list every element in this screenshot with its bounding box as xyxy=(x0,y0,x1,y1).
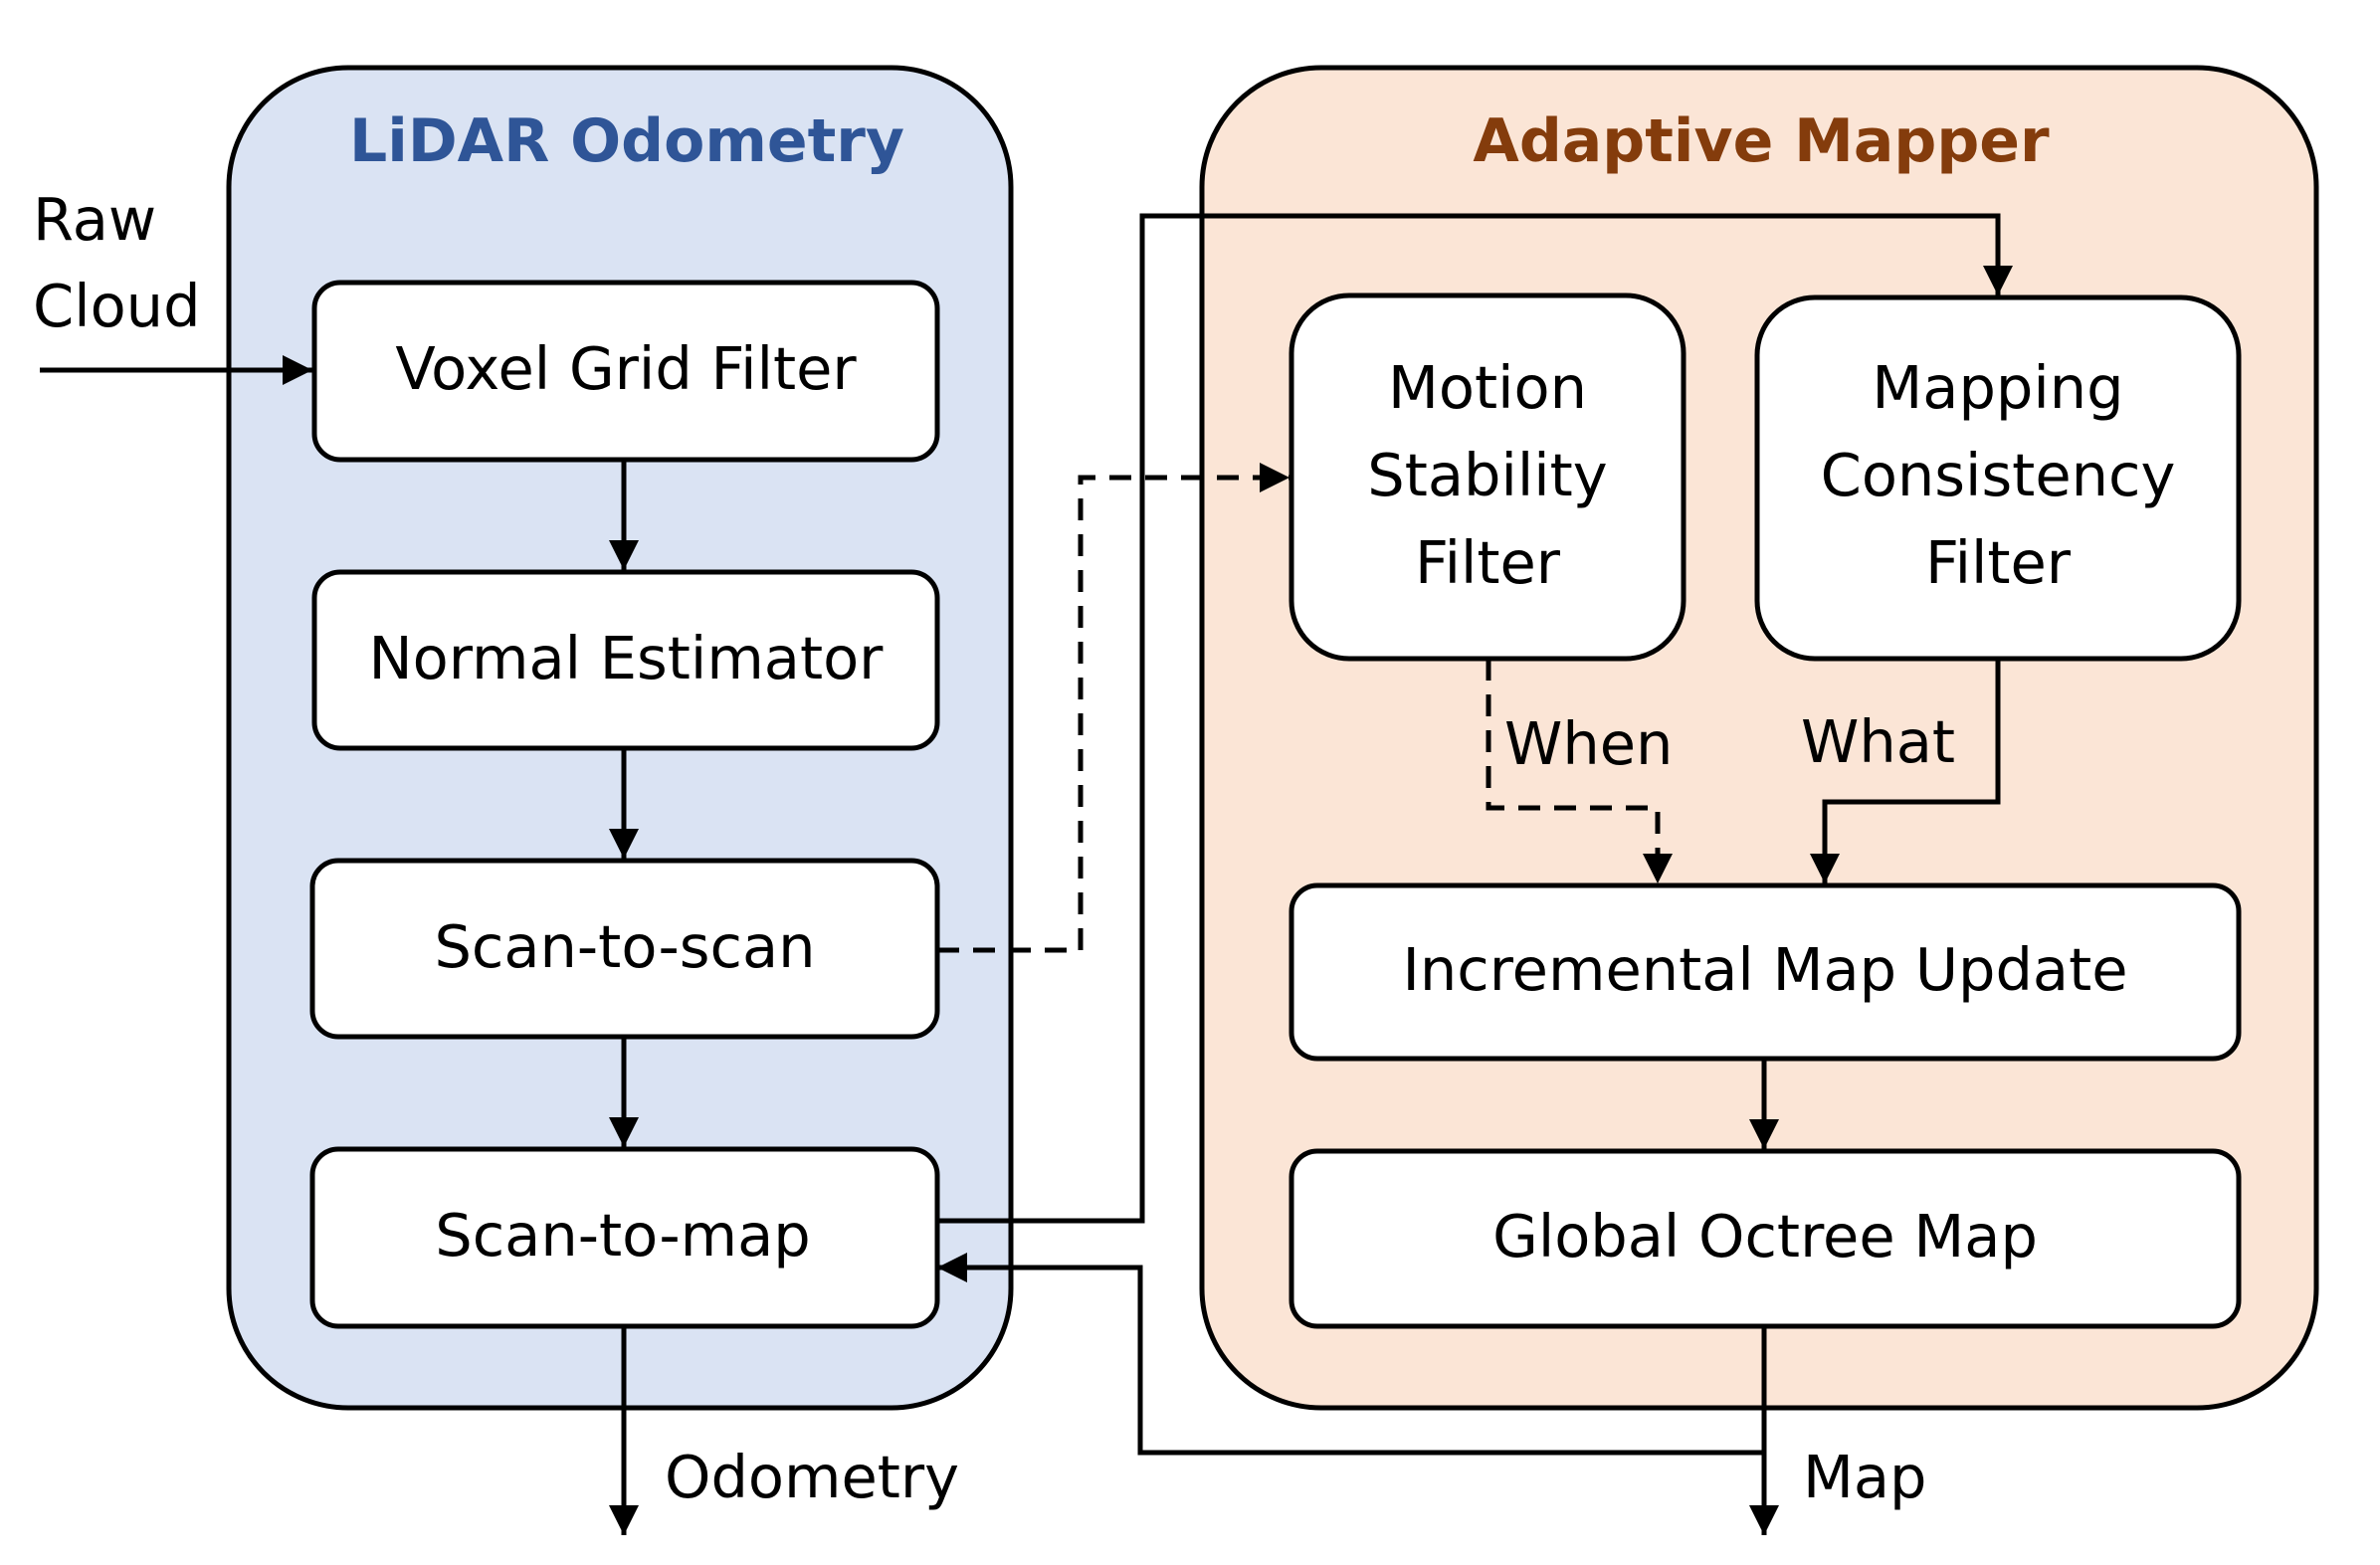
global-octree-map-label: Global Octree Map xyxy=(1492,1202,2038,1271)
scan-to-map-label: Scan-to-map xyxy=(435,1201,810,1270)
voxel-grid-filter-label: Voxel Grid Filter xyxy=(395,334,857,403)
normal-estimator-label: Normal Estimator xyxy=(369,624,885,692)
odometry-output-label: Odometry xyxy=(665,1443,959,1511)
motion-stability-filter-label-line2: Stability xyxy=(1367,441,1607,509)
incremental-map-update-label: Incremental Map Update xyxy=(1402,935,2127,1004)
cloud-label: Cloud xyxy=(33,272,201,340)
global-octree-map-box xyxy=(1289,1148,2242,1329)
map-output-label: Map xyxy=(1803,1443,1927,1511)
adaptive-mapper-title: Adaptive Mapper xyxy=(1473,106,2050,176)
map-feedback-arrow xyxy=(937,1253,1764,1456)
scan-to-scan-box xyxy=(309,858,940,1040)
mapping-consistency-filter-label-line1: Mapping xyxy=(1872,353,2123,422)
incremental-map-update-box xyxy=(1289,882,2242,1062)
motion-stability-filter-label-line3: Filter xyxy=(1415,528,1561,597)
scan-to-map-box xyxy=(309,1146,940,1329)
scan-to-scan-label: Scan-to-scan xyxy=(434,912,815,981)
scan2map-to-mapping-consistency-arrow xyxy=(937,213,2013,1224)
lidar-odometry-title: LiDAR Odometry xyxy=(349,106,904,176)
consistency-to-update-arrow xyxy=(1810,659,2001,883)
normal-estimator-box xyxy=(311,569,940,751)
mapping-consistency-filter-box xyxy=(1754,294,2242,662)
mapping-consistency-filter-label-line3: Filter xyxy=(1925,528,2072,597)
scan2scan-to-motion-dashed-arrow xyxy=(937,463,1289,953)
motion-stability-filter-box xyxy=(1289,293,1686,662)
what-label: What xyxy=(1801,707,1955,776)
when-label: When xyxy=(1504,709,1673,778)
motion-to-update-dashed-arrow xyxy=(1486,659,1673,883)
mapping-consistency-filter-label-line2: Consistency xyxy=(1821,441,2176,509)
raw-label: Raw xyxy=(33,185,156,254)
motion-stability-filter-label-line1: Motion xyxy=(1388,353,1587,422)
voxel-grid-filter-box xyxy=(311,280,940,463)
